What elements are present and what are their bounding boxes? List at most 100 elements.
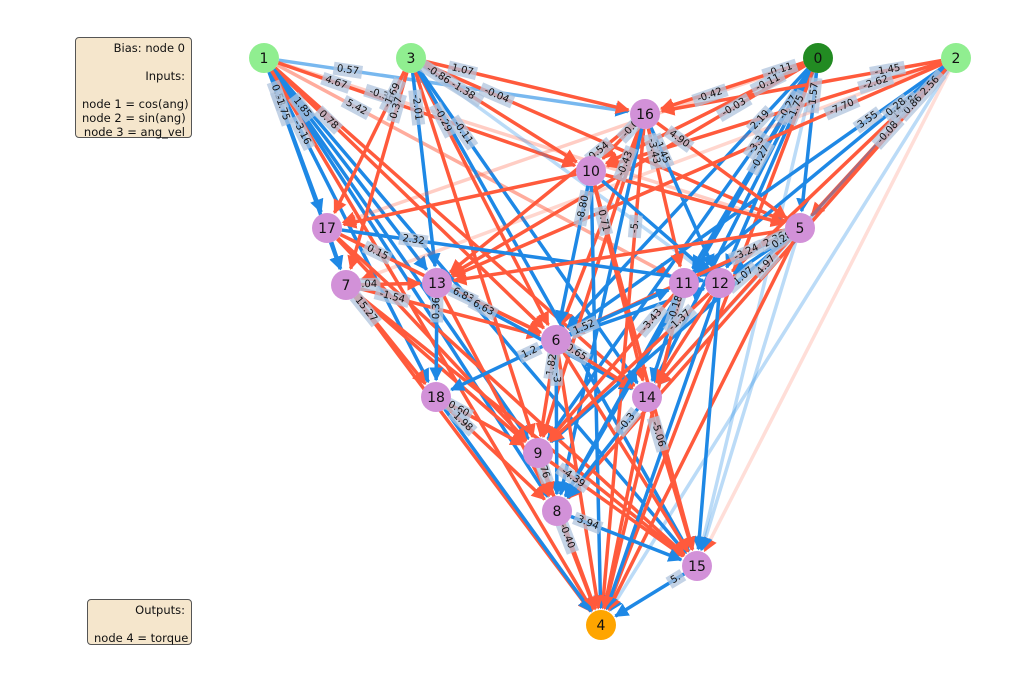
hidden-node-circle bbox=[312, 213, 342, 243]
node-6: 6 bbox=[541, 325, 571, 355]
node-label: 9 bbox=[534, 446, 543, 462]
edge-label-background bbox=[288, 92, 316, 123]
edge-label-0-5: -1.57 bbox=[805, 77, 823, 114]
bias-legend-line: node 1 = cos(ang) bbox=[82, 97, 189, 111]
edge-label-background bbox=[349, 291, 382, 328]
edge-label-15-4: 5. bbox=[665, 569, 687, 589]
hidden-node-circle bbox=[632, 382, 662, 412]
edge-label-background bbox=[361, 240, 394, 265]
node-12: 12 bbox=[705, 268, 735, 298]
edge-label-background bbox=[880, 93, 912, 122]
edge-label-6-8: -3 bbox=[549, 369, 563, 386]
node-label: 16 bbox=[636, 107, 654, 123]
node-4: 4 bbox=[586, 610, 616, 640]
hidden-node-circle bbox=[541, 325, 571, 355]
node-15: 15 bbox=[682, 551, 712, 581]
edge-weight-label: 1.07 bbox=[450, 62, 474, 78]
edge-label-background bbox=[477, 82, 516, 109]
edge-1-5 bbox=[277, 60, 786, 226]
edge-label-background bbox=[373, 286, 411, 308]
edge-weight-label: -1.57 bbox=[807, 82, 821, 109]
edge-label-background bbox=[742, 129, 771, 161]
bias-legend-line: Inputs: bbox=[145, 69, 185, 83]
edge-label-background bbox=[568, 315, 600, 340]
edge-label-background bbox=[691, 83, 729, 108]
edge-label-background bbox=[715, 93, 753, 122]
edge-label-7-6: -1.54 bbox=[373, 286, 411, 308]
edge-label-background bbox=[871, 115, 905, 150]
hidden-node-circle bbox=[331, 270, 361, 300]
edge-label-background bbox=[852, 106, 884, 134]
edge-label-background bbox=[573, 189, 594, 227]
edge-label-background bbox=[749, 69, 787, 97]
edge-label-background bbox=[646, 415, 670, 453]
edge-label-background bbox=[430, 293, 444, 323]
edge-label-background bbox=[662, 303, 698, 338]
edge-label-background bbox=[635, 302, 669, 338]
hidden-node-circle bbox=[705, 268, 735, 298]
edge-weight-label: -3 bbox=[551, 373, 562, 383]
edge-label-background bbox=[727, 239, 765, 266]
edge-10-12 bbox=[601, 179, 709, 274]
edge-0-17 bbox=[341, 61, 805, 225]
edge-17-7 bbox=[329, 241, 344, 271]
hidden-node-circle bbox=[682, 551, 712, 581]
edge-weight-label: 0.04 bbox=[355, 279, 378, 290]
edge-label-background bbox=[664, 289, 688, 327]
edge-label-background bbox=[627, 214, 643, 239]
edge-label-6-18: 1.2 bbox=[516, 341, 543, 364]
node-label: 2 bbox=[952, 51, 961, 67]
edge-5-15 bbox=[698, 241, 798, 552]
edge-label-14-15: -5.06 bbox=[646, 415, 670, 453]
edge-label-background bbox=[663, 125, 695, 153]
edge-label-background bbox=[416, 58, 485, 108]
edge-12-4 bbox=[604, 296, 717, 611]
edge-weight-label: -1.45 bbox=[874, 63, 901, 78]
hidden-node-circle bbox=[421, 382, 451, 412]
input-node-circle bbox=[249, 43, 279, 73]
node-label: 8 bbox=[553, 504, 562, 520]
outputs-legend-line: Outputs: bbox=[135, 603, 185, 617]
hidden-node-circle bbox=[630, 99, 660, 129]
edge-16-8 bbox=[556, 128, 644, 496]
bias-inputs-legend: Bias: node 0 Inputs: node 1 = cos(ang)no… bbox=[75, 37, 192, 139]
edge-label-background bbox=[378, 76, 407, 114]
edge-weight-label: -8.80 bbox=[575, 194, 591, 222]
edge-label-background bbox=[612, 145, 638, 183]
edge-17-9 bbox=[335, 237, 528, 442]
edge-label-background bbox=[320, 72, 352, 94]
edge-label-background bbox=[408, 89, 426, 126]
edge-18-4 bbox=[443, 408, 593, 613]
edge-label-10-14: 0.71 bbox=[593, 205, 614, 237]
node-1: 1 bbox=[249, 43, 279, 73]
edge-label-3-16: 1.07 bbox=[446, 60, 478, 80]
node-14: 14 bbox=[632, 382, 662, 412]
hidden-node-circle bbox=[523, 438, 553, 468]
edge-2-4 bbox=[608, 69, 950, 612]
edge-3-15 bbox=[416, 70, 691, 553]
input-node-circle bbox=[941, 43, 971, 73]
edge-label-background bbox=[467, 295, 499, 321]
bias-legend-line: node 3 = ang_vel bbox=[83, 125, 185, 139]
edge-label-background bbox=[549, 369, 563, 386]
node-10: 10 bbox=[576, 156, 606, 186]
edge-label-3-13: -2.01 bbox=[408, 89, 426, 126]
edge-10-5 bbox=[605, 173, 785, 227]
edge-14-4 bbox=[599, 411, 646, 610]
hidden-node-circle bbox=[422, 268, 452, 298]
bias-node-circle bbox=[803, 43, 833, 73]
edge-2-13 bbox=[451, 62, 943, 278]
node-label: 3 bbox=[407, 51, 416, 67]
edge-label-background bbox=[554, 517, 580, 555]
node-13: 13 bbox=[422, 268, 452, 298]
edge-label-1-11: 5.42 bbox=[340, 94, 373, 121]
edge-label-background bbox=[896, 68, 947, 122]
node-11: 11 bbox=[669, 268, 699, 298]
edge-label-background bbox=[857, 71, 895, 95]
node-label: 10 bbox=[582, 164, 600, 180]
edge-label-3-7: 0.37 bbox=[386, 92, 407, 124]
edge-label-17-12: 2.32 bbox=[398, 231, 429, 249]
edge-label-13-18: 0.36 bbox=[430, 293, 444, 323]
hidden-node-circle bbox=[576, 156, 606, 186]
